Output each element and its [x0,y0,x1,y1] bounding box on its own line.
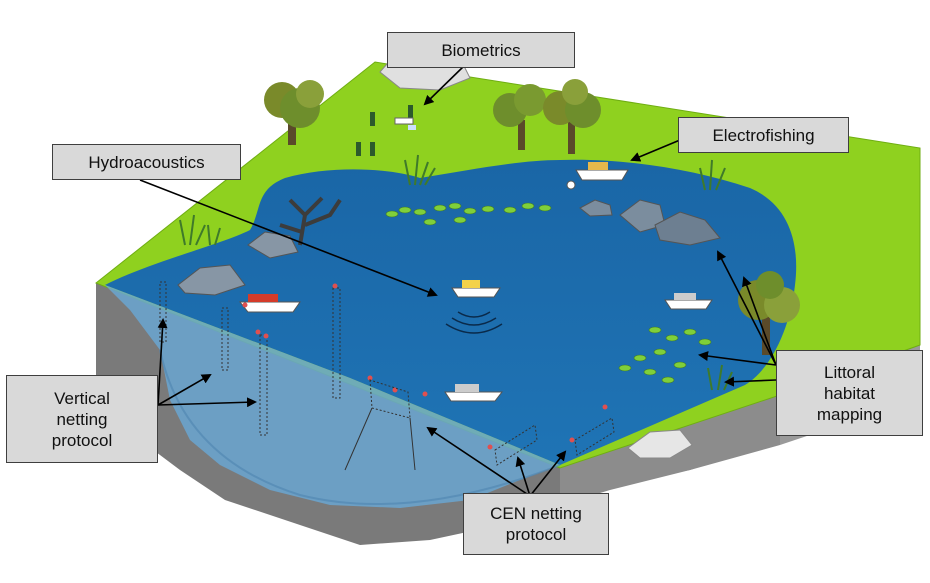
boat-icon [238,294,301,313]
rock-shore-right-icon [627,429,693,459]
label-line: protocol [505,525,567,544]
annotation-arrows [139,64,777,497]
people-biometrics-icon [356,105,416,156]
hydroacoustics-boat-icon [445,280,503,334]
label-line: habitat [823,383,876,403]
label-line: Vertical [54,388,110,408]
electrofishing-label: Electrofishing [678,117,849,153]
tree-icon [264,80,324,145]
cen-net-icon [344,379,615,471]
label-line: Electrofishing [712,125,815,145]
tree-icon [493,84,546,150]
tree-icon [543,79,601,154]
cen-netting-label: CEN netting protocol [463,493,609,555]
net-floats-icon [242,283,608,450]
lake-bottom-shadow [159,349,561,505]
label-line: CEN netting [490,504,582,523]
label-line: Hydroacoustics [88,152,205,172]
label-line: Biometrics [441,40,521,60]
boat-icon [444,384,504,402]
vertical-net-icon [159,281,341,436]
biometrics-label: Biometrics [387,32,575,68]
rock-left-icon [177,231,299,296]
label-line: Littoral [823,362,876,382]
boat-icon [664,293,713,310]
dead-tree-icon [279,196,342,246]
label-line: protocol [51,430,113,450]
lily-pads-icon [385,202,712,384]
hydroacoustics-label: Hydroacoustics [52,144,241,180]
rock-cluster-right-icon [579,199,721,246]
label-line: netting [56,409,108,429]
vertical-netting-label: Vertical netting protocol [6,375,158,463]
electrofishing-boat-icon [566,162,629,190]
littoral-habitat-label: Littoral habitat mapping [776,350,923,436]
label-line: mapping [816,404,883,424]
